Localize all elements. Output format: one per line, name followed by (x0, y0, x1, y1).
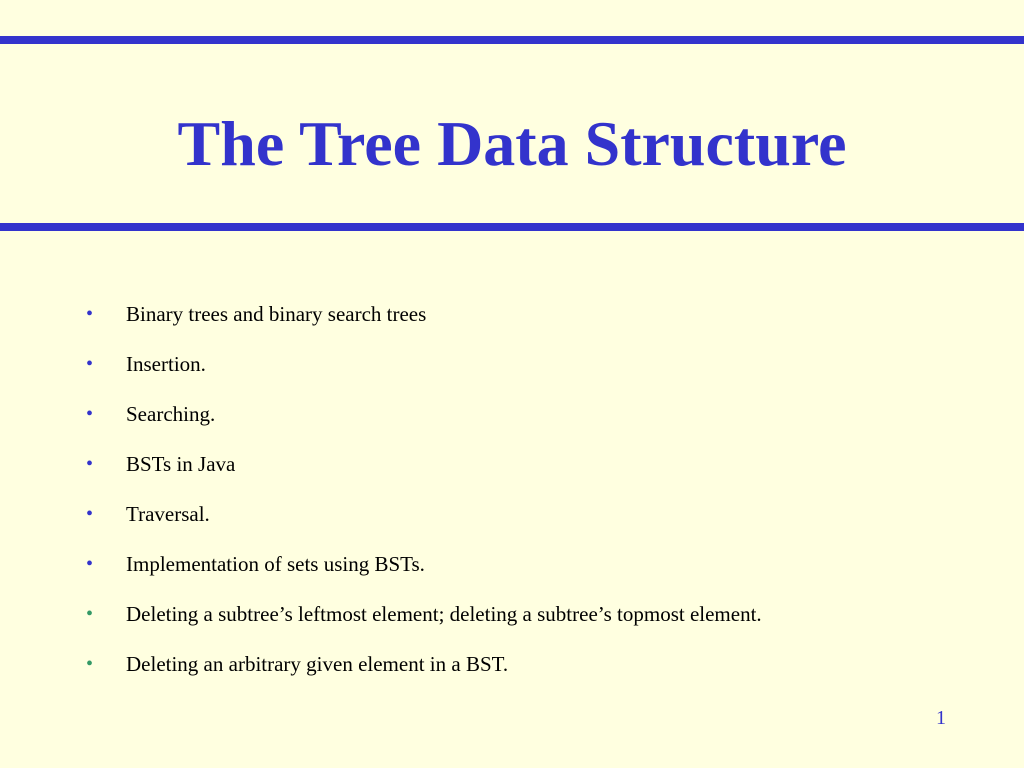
bullet-icon: • (86, 502, 94, 525)
bullet-text: Insertion. (126, 351, 206, 376)
bullet-text: Searching. (126, 401, 216, 426)
bullet-text: Traversal. (126, 501, 210, 526)
bullet-icon: • (86, 302, 94, 325)
bullet-text: Binary trees and binary search trees (126, 301, 427, 326)
page-number: 1 (936, 707, 946, 729)
bullet-item: • BSTs in Java (86, 439, 986, 489)
bullet-icon: • (86, 652, 94, 675)
bullet-item: • Implementation of sets using BSTs. (86, 539, 986, 589)
bullet-item: • Searching. (86, 389, 986, 439)
bullet-icon: • (86, 452, 94, 475)
top-divider (0, 36, 1024, 44)
bullet-item: • Deleting a subtree’s leftmost element;… (86, 589, 986, 639)
bullet-icon: • (86, 602, 94, 625)
bullet-item: • Traversal. (86, 489, 986, 539)
bullet-text: BSTs in Java (126, 451, 236, 476)
bullet-item: • Binary trees and binary search trees (86, 289, 986, 339)
bullet-item: • Insertion. (86, 339, 986, 389)
bullet-list: • Binary trees and binary search trees •… (86, 289, 986, 689)
bottom-divider (0, 223, 1024, 231)
bullet-text: Implementation of sets using BSTs. (126, 551, 425, 576)
bullet-item: • Deleting an arbitrary given element in… (86, 639, 986, 689)
bullet-icon: • (86, 402, 94, 425)
slide-title: The Tree Data Structure (177, 108, 847, 179)
bullet-icon: • (86, 352, 94, 375)
bullet-text: Deleting an arbitrary given element in a… (126, 651, 509, 676)
bullet-icon: • (86, 552, 94, 575)
bullet-text: Deleting a subtree’s leftmost element; d… (126, 601, 762, 626)
